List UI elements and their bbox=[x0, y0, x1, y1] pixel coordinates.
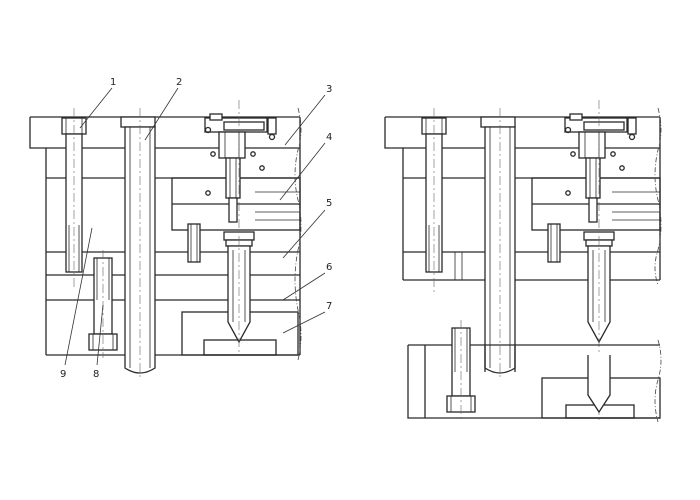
callout-4: 4 bbox=[326, 132, 332, 143]
callout-labels: 1 2 3 4 5 6 7 8 9 bbox=[60, 77, 332, 380]
callout-2: 2 bbox=[176, 77, 182, 88]
right-view bbox=[384, 100, 662, 423]
screw-8 bbox=[88, 250, 118, 358]
screw-1 bbox=[61, 108, 87, 290]
guide-pin-2 bbox=[120, 108, 156, 380]
callout-8: 8 bbox=[93, 369, 99, 380]
leader-lines bbox=[64, 87, 326, 366]
dowel-pin bbox=[187, 223, 201, 263]
callout-6: 6 bbox=[326, 262, 332, 273]
callout-5: 5 bbox=[326, 198, 332, 209]
left-view bbox=[29, 87, 326, 380]
hot-nozzle bbox=[223, 100, 255, 355]
callout-9: 9 bbox=[60, 369, 66, 380]
valve-actuator bbox=[204, 113, 277, 223]
callout-7: 7 bbox=[326, 301, 332, 312]
top-clamp-plate bbox=[29, 116, 301, 178]
callout-1: 1 bbox=[110, 77, 116, 88]
callout-3: 3 bbox=[326, 84, 332, 95]
